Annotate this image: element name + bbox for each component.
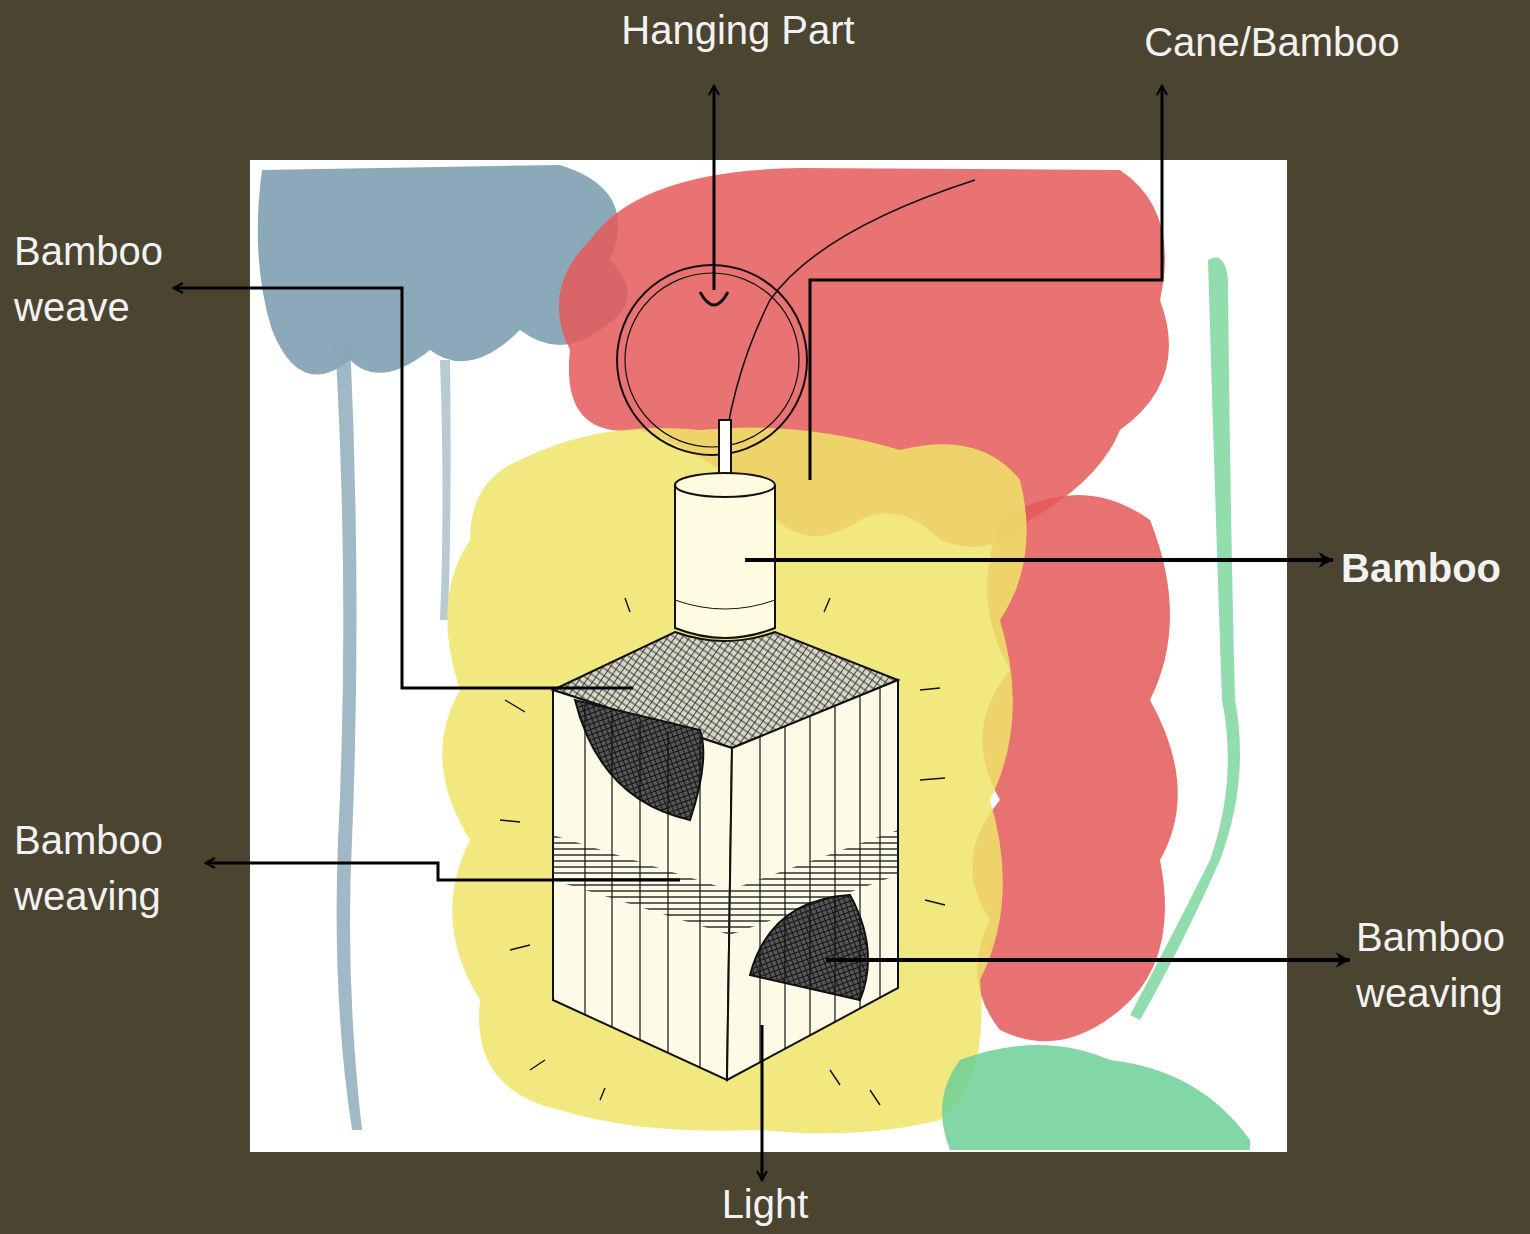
part-label: Light (665, 1176, 865, 1232)
watercolor-wash (258, 165, 1250, 1150)
part-label: Hanging Part (578, 2, 898, 58)
leader-line (810, 86, 1162, 480)
leader-line (745, 558, 1333, 562)
part-label: Cane/Bamboo (1122, 14, 1422, 70)
part-label: Bamboo weaving (14, 812, 214, 924)
leader-line (713, 86, 716, 290)
leader-lines (174, 86, 1350, 1180)
leader-line (761, 1025, 764, 1180)
lamp-sketch (500, 180, 975, 1105)
part-label: Bamboo (1341, 540, 1526, 596)
leader-line (174, 288, 633, 688)
part-label: Bamboo weave (14, 223, 214, 335)
leader-line (826, 958, 1350, 962)
leader-line (206, 863, 680, 880)
part-label: Bamboo weaving (1356, 909, 1526, 1021)
paper (250, 160, 1287, 1152)
